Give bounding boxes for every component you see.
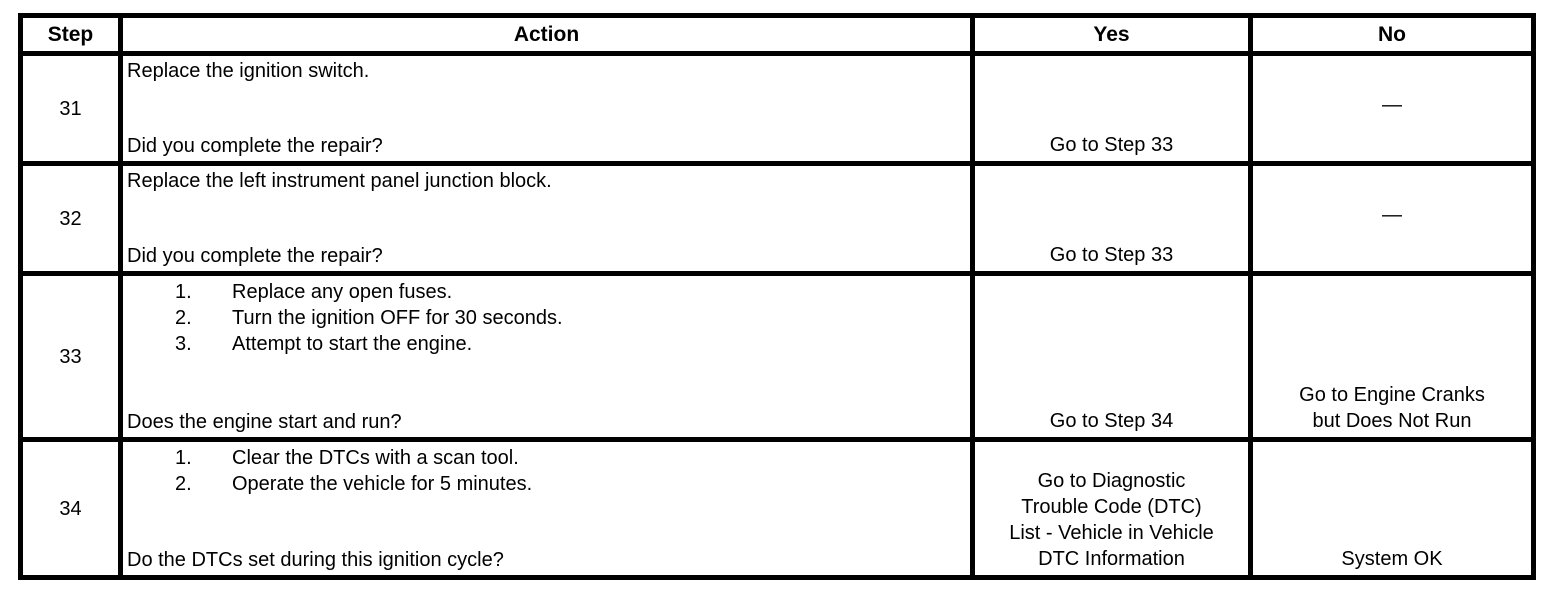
decision-text: List - Vehicle in Vehicle — [1009, 522, 1214, 544]
column-header-action-label: Action — [513, 22, 580, 46]
action-steps-list: 1. Replace any open fuses. 2. Turn the igni… — [127, 279, 966, 357]
action-instructions: Replace the left instrument panel juncti… — [127, 168, 966, 195]
action-step-item: 2. Turn the ignition OFF for 30 seconds. — [127, 305, 966, 331]
action-question: Does the engine start and run? — [127, 411, 402, 433]
action-question: Do the DTCs set during this ignition cyc… — [127, 549, 504, 571]
action-step-text: Turn the ignition OFF for 30 seconds. — [232, 307, 563, 329]
action-cell: Replace the ignition switch. Did you com… — [123, 56, 975, 166]
step-number: 34 — [59, 497, 82, 520]
action-cell: 1. Clear the DTCs with a scan tool. 2. Oper… — [123, 442, 975, 575]
action-intro: Replace the left instrument panel juncti… — [127, 170, 552, 192]
column-header-action: Action — [123, 18, 975, 56]
diagnostic-table-wrap: Step Action Yes No 31 Replace the igniti… — [18, 13, 1536, 580]
decision-text: Go to Step 33 — [1049, 244, 1174, 266]
no-cell: System OK — [1253, 442, 1531, 575]
action-step-number: 2. — [175, 307, 192, 329]
column-header-step-label: Step — [47, 22, 94, 46]
column-header-no-label: No — [1378, 22, 1406, 46]
decision-text: DTC Information — [1038, 548, 1185, 570]
yes-cell: Go to Step 33 — [975, 56, 1253, 166]
action-question: Did you complete the repair? — [127, 135, 383, 157]
no-cell: Go to Engine Cranks but Does Not Run — [1253, 276, 1531, 442]
step-cell: 33 — [23, 276, 123, 442]
decision-text: — — [1382, 203, 1402, 226]
action-step-item: 1. Clear the DTCs with a scan tool. — [127, 445, 966, 471]
yes-cell: Go to Step 33 — [975, 166, 1253, 276]
action-instructions: 1. Replace any open fuses. 2. Turn the igni… — [127, 278, 966, 357]
action-step-text: Replace any open fuses. — [232, 281, 453, 303]
action-step-number: 1. — [175, 281, 192, 303]
column-header-step: Step — [23, 18, 123, 56]
action-step-number: 1. — [175, 447, 192, 469]
action-step-text: Clear the DTCs with a scan tool. — [232, 447, 519, 469]
decision-text: System OK — [1341, 548, 1443, 570]
action-step-text: Operate the vehicle for 5 minutes. — [232, 473, 533, 495]
action-question: Did you complete the repair? — [127, 245, 383, 267]
column-header-no: No — [1253, 18, 1531, 56]
action-instructions: Replace the ignition switch. — [127, 58, 966, 85]
action-steps-list: 1. Clear the DTCs with a scan tool. 2. Oper… — [127, 445, 966, 497]
step-cell: 32 — [23, 166, 123, 276]
step-cell: 34 — [23, 442, 123, 575]
action-cell: 1. Replace any open fuses. 2. Turn the igni… — [123, 276, 975, 442]
yes-cell: Go to Step 34 — [975, 276, 1253, 442]
decision-text: Go to Step 34 — [1049, 410, 1174, 432]
action-step-text: Attempt to start the engine. — [232, 333, 473, 355]
step-number: 31 — [59, 97, 82, 120]
column-header-yes: Yes — [975, 18, 1253, 56]
diagnostic-table: Step Action Yes No 31 Replace the igniti… — [18, 13, 1536, 580]
decision-text: — — [1382, 93, 1402, 116]
decision-text: but Does Not Run — [1312, 410, 1472, 432]
step-cell: 31 — [23, 56, 123, 166]
step-number: 32 — [59, 207, 82, 230]
decision-text: Go to Diagnostic — [1037, 470, 1186, 492]
action-step-item: 1. Replace any open fuses. — [127, 279, 966, 305]
decision-text: Go to Engine Cranks — [1299, 384, 1485, 406]
action-intro: Replace the ignition switch. — [127, 60, 370, 82]
no-cell: — — [1253, 56, 1531, 166]
action-step-item: 3. Attempt to start the engine. — [127, 331, 966, 357]
action-step-item: 2. Operate the vehicle for 5 minutes. — [127, 471, 966, 497]
step-number: 33 — [59, 345, 82, 368]
action-step-number: 2. — [175, 473, 192, 495]
no-cell: — — [1253, 166, 1531, 276]
decision-text: Go to Step 33 — [1049, 134, 1174, 156]
action-cell: Replace the left instrument panel juncti… — [123, 166, 975, 276]
column-header-yes-label: Yes — [1093, 22, 1130, 46]
decision-text: Trouble Code (DTC) — [1021, 496, 1202, 518]
action-instructions: 1. Clear the DTCs with a scan tool. 2. Oper… — [127, 444, 966, 497]
action-step-number: 3. — [175, 333, 192, 355]
